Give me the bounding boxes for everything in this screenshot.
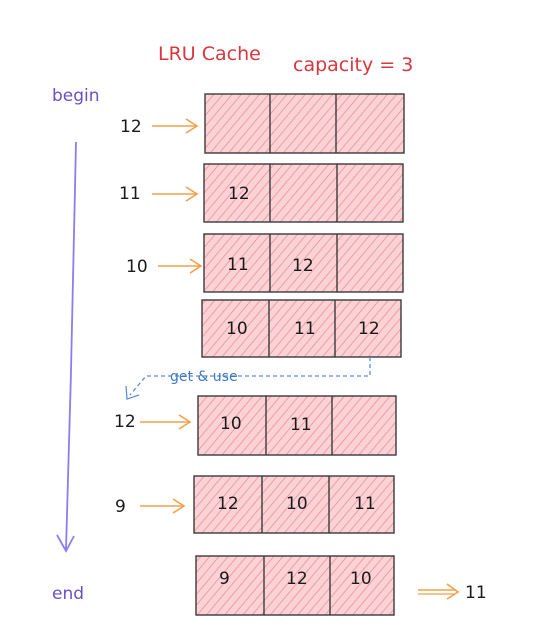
orange-arrow-icon xyxy=(152,118,199,134)
end-label: end xyxy=(52,584,84,604)
orange-arrow-icon xyxy=(152,186,199,202)
cache-row-2: 11 12 xyxy=(119,163,404,223)
diagram-title: LRU Cache xyxy=(158,43,261,65)
cache-row-4: 10 11 12 xyxy=(201,299,402,358)
cache-row-1: 12 xyxy=(120,93,405,154)
cache-box xyxy=(203,233,404,293)
timeline-arrow xyxy=(56,141,77,553)
input-value: 11 xyxy=(119,184,141,204)
cache-box xyxy=(204,93,405,154)
input-value: 9 xyxy=(115,497,126,517)
cache-cell-value: 11 xyxy=(227,255,249,275)
cache-row-7: 9 12 10 11 xyxy=(195,555,487,616)
cache-box xyxy=(195,555,395,616)
cache-cell-value: 11 xyxy=(354,494,376,514)
cache-row-6: 9 12 10 11 xyxy=(115,475,395,534)
cache-cell-value: 11 xyxy=(290,415,312,435)
cache-box xyxy=(197,395,397,456)
cache-cell-value: 12 xyxy=(286,569,308,589)
cache-box xyxy=(203,163,404,223)
input-value: 10 xyxy=(126,257,148,277)
eviction-arrow-icon xyxy=(418,583,460,600)
input-value: 12 xyxy=(120,117,142,137)
cache-cell-value: 10 xyxy=(286,494,308,514)
orange-arrow-icon xyxy=(140,414,192,430)
get-use-label: get & use xyxy=(170,369,238,385)
cache-row-3: 10 11 12 xyxy=(126,233,404,293)
cache-row-5: 12 10 11 xyxy=(114,395,397,456)
cache-cell-value: 12 xyxy=(292,256,314,276)
cache-cell-value: 10 xyxy=(220,414,242,434)
cache-box xyxy=(193,475,395,534)
begin-label: begin xyxy=(52,86,100,106)
orange-arrow-icon xyxy=(140,498,186,514)
cache-cell-value: 10 xyxy=(226,319,248,339)
cache-cell-value: 10 xyxy=(350,569,372,589)
get-use-dashed-arrow xyxy=(125,357,371,400)
capacity-label: capacity = 3 xyxy=(293,54,413,76)
cache-cell-value: 11 xyxy=(294,319,316,339)
input-value: 12 xyxy=(114,412,136,432)
evicted-value: 11 xyxy=(465,583,487,603)
cache-cell-value: 9 xyxy=(219,569,230,589)
cache-cell-value: 12 xyxy=(358,319,380,339)
orange-arrow-icon xyxy=(158,258,203,274)
cache-cell-value: 12 xyxy=(217,494,239,514)
cache-cell-value: 12 xyxy=(228,184,250,204)
cache-box xyxy=(201,299,402,358)
